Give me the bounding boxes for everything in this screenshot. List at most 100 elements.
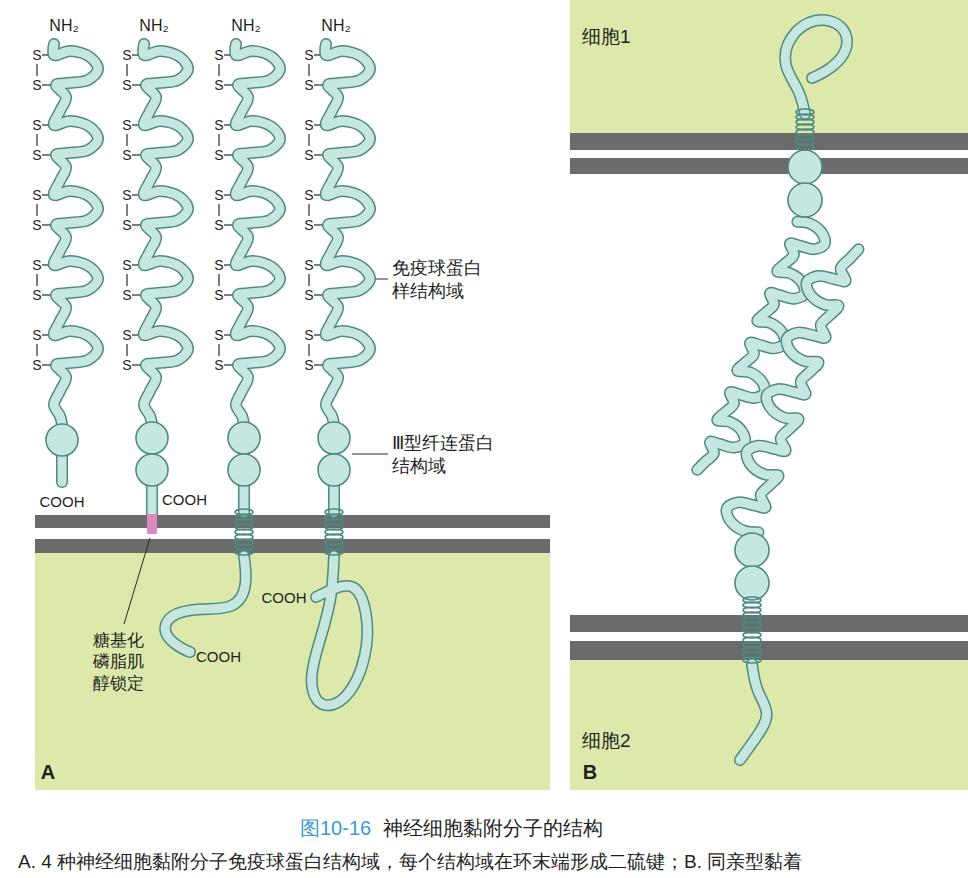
sulfur-label: S [122,77,131,94]
cytoplasmic-tail-outline [785,20,847,114]
sulfur-label: S [214,47,223,64]
disulfide-bond [218,344,219,356]
disulfide-bond [132,364,140,365]
disulfide-bond [42,264,48,265]
disulfide-bond [224,124,230,125]
sulfur-label: S [304,187,313,204]
sulfur-label: S [304,147,313,164]
disulfide-bond [224,154,232,155]
disulfide-bond [308,204,309,216]
immunoglobulin-chain [143,44,188,424]
fibronectin-domain [788,150,822,184]
figure-number: 图10-16 [300,816,371,840]
disulfide-bond [42,84,50,85]
gpi-anchor [147,514,157,534]
immunoglobulin-chain-outline [726,249,858,532]
sulfur-label: S [32,47,41,64]
cytoplasmic-tail [785,20,847,114]
disulfide-bond [314,84,322,85]
disulfide-bond [132,224,140,225]
sulfur-label: S [122,187,131,204]
membrane [35,515,550,553]
sulfur-label: S [214,217,223,234]
sulfur-label: S [214,327,223,344]
protein-stalk-outline [238,486,250,512]
sulfur-label: S [304,77,313,94]
terminus-label: NH₂ [49,16,78,35]
disulfide-bond [314,294,322,295]
fibronectin-domain [735,533,769,567]
disulfide-bond [42,194,48,195]
disulfide-bond [314,334,320,335]
sulfur-label: S [304,327,313,344]
disulfide-bond [308,344,309,356]
cytoplasm-region [35,553,550,790]
disulfide-bond [308,134,309,146]
disulfide-bond [224,334,230,335]
membrane-gap [570,150,968,158]
sulfur-label: S [214,117,223,134]
sulfur-label: S [122,257,131,274]
terminus-label: NH₂ [321,16,350,35]
sulfur-label: S [32,147,41,164]
disulfide-bond [224,364,232,365]
disulfide-bond [132,334,138,335]
disulfide-bond [132,264,138,265]
immunoglobulin-chain-outline [143,44,188,424]
protein-stalk [330,486,339,512]
leader-line [124,538,150,624]
disulfide-bond [42,224,50,225]
cell-label: 细胞2 [582,730,631,753]
sulfur-label: S [304,257,313,274]
sulfur-label: S [122,117,131,134]
immunoglobulin-chain [726,249,858,532]
disulfide-bond [42,364,50,365]
transmembrane-coil [743,657,761,663]
cytoplasmic-tail [740,664,767,760]
sulfur-label: S [214,187,223,204]
disulfide-bond [314,154,322,155]
disulfide-bond [132,84,140,85]
disulfide-bond [218,64,219,76]
disulfide-bond [42,54,48,55]
disulfide-bond [126,134,127,146]
immunoglobulin-chain [235,44,280,424]
domain-label: 免疫球蛋白样结构域 [392,257,487,302]
figure-caption: 神经细胞黏附分子的结构 [383,816,603,840]
sulfur-label: S [32,257,41,274]
disulfide-bond [314,54,320,55]
sulfur-label: S [32,117,41,134]
disulfide-bond [42,294,50,295]
transmembrane-coil [235,549,253,555]
disulfide-bond [36,134,37,146]
disulfide-bond [224,264,230,265]
disulfide-bond [224,194,230,195]
leader-line [352,454,388,455]
immunoglobulin-chain [53,44,98,424]
disulfide-bond [126,274,127,286]
cytoplasmic-tail [165,556,246,652]
cell-band: 细胞2 [570,660,968,790]
disulfide-bond [224,224,232,225]
sulfur-label: S [214,257,223,274]
sulfur-label: S [304,47,313,64]
fibronectin-domain [735,566,769,600]
membrane-gap [570,632,968,641]
terminus-label: NH₂ [231,16,260,35]
terminus-label: NH₂ [139,16,168,35]
disulfide-bond [36,344,37,356]
disulfide-bond [218,204,219,216]
disulfide-bond [126,204,127,216]
cell-region [570,660,968,790]
disulfide-bond [42,124,48,125]
sulfur-label: S [214,77,223,94]
sulfur-label: S [32,187,41,204]
sulfur-label: S [214,287,223,304]
cytoplasmic-tail-outline [740,664,767,760]
disulfide-bond [218,134,219,146]
protein-stalk-outline [146,486,158,514]
sulfur-label: S [122,217,131,234]
fibronectin-domain [228,422,260,454]
immunoglobulin-chain [697,222,825,470]
